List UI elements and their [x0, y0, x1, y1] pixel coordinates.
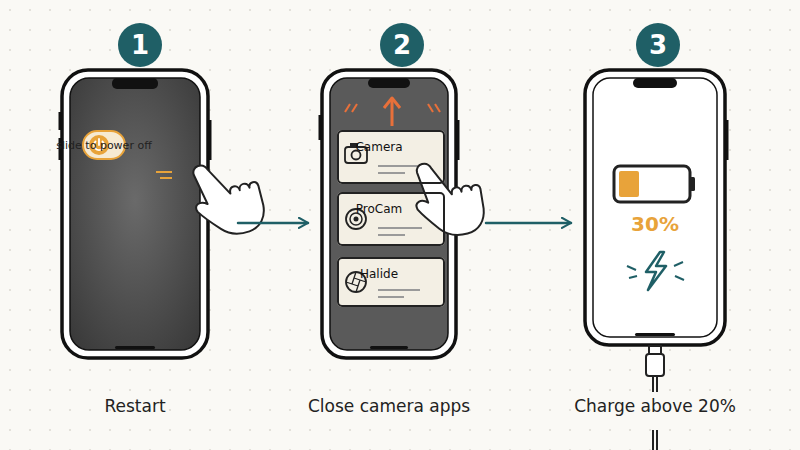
flow-arrow: [238, 222, 308, 225]
step-number: 2: [380, 23, 424, 67]
hand: [183, 149, 272, 246]
phone-step: Restart slide to power off: [62, 68, 208, 420]
app-card: Halide: [337, 257, 445, 307]
step-number: 3: [636, 23, 680, 67]
step-number: 3: [649, 30, 667, 60]
power-slider: slide to power off: [82, 130, 126, 160]
step-number: 2: [393, 30, 411, 60]
app-card: Camera: [337, 130, 445, 184]
app-card: ProCam: [337, 192, 445, 246]
step-number: 1: [131, 30, 149, 60]
step-number: 1: [118, 23, 162, 67]
app-name: ProCam: [356, 202, 402, 216]
phone-restart: [60, 70, 210, 358]
phone-step: Close camera appsCameraProCamHalide: [322, 68, 456, 420]
phone-charging: [585, 70, 727, 450]
phone-step: 30%Charge above 20%: [585, 68, 725, 420]
step-caption: Restart: [104, 396, 165, 417]
flow-arrow: [486, 222, 571, 225]
app-name: Camera: [355, 140, 402, 154]
hand: [406, 151, 491, 244]
battery-percent: 30%: [631, 212, 679, 237]
app-name: Halide: [360, 267, 398, 281]
step-caption: Charge above 20%: [574, 396, 736, 417]
step-caption: Close camera apps: [308, 396, 470, 417]
slider-label: slide to power off: [56, 139, 151, 152]
